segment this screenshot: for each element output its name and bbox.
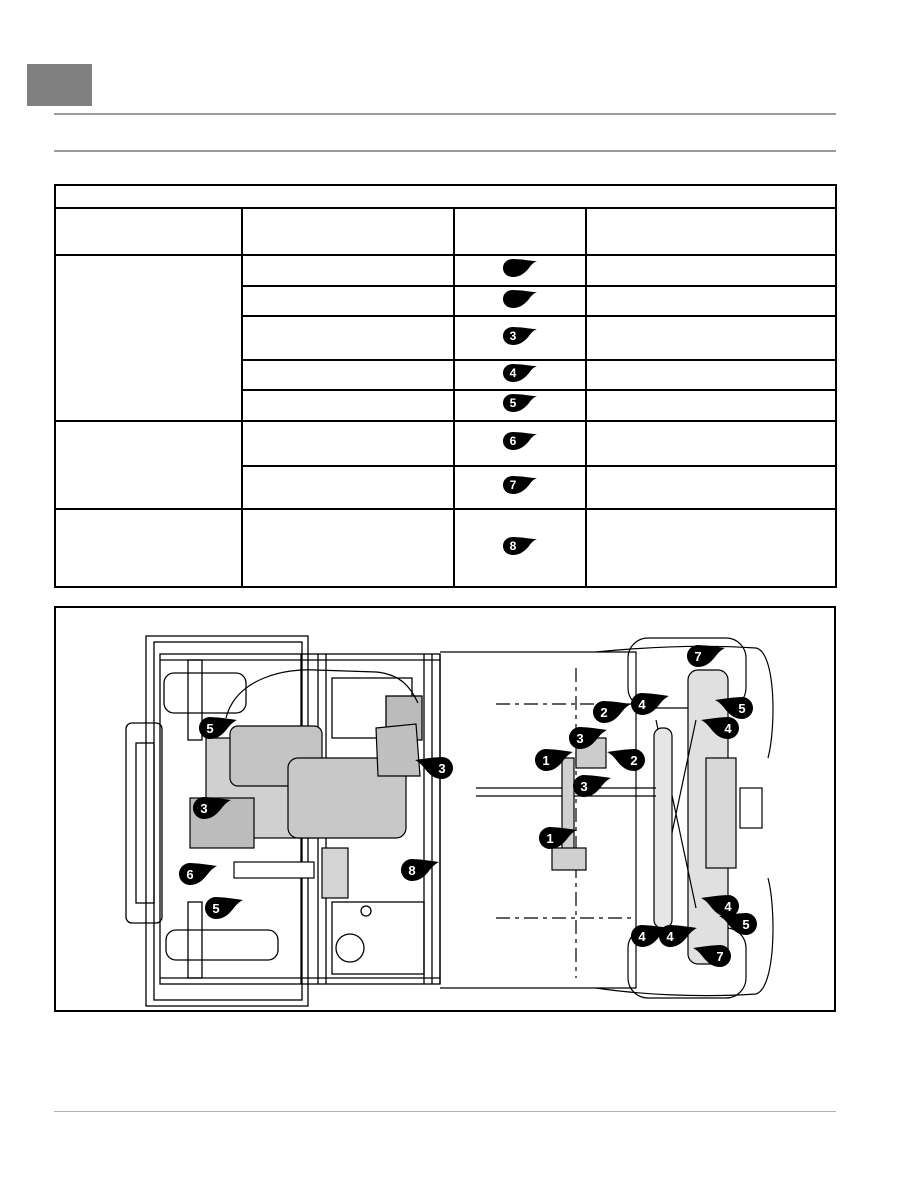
callout-marker: 8 bbox=[401, 859, 439, 881]
callout-marker: 4 bbox=[701, 717, 739, 739]
table-row: 8 bbox=[54, 508, 838, 588]
engine-assembly bbox=[189, 669, 421, 899]
callout-cell: 4 bbox=[453, 359, 587, 391]
vehicle-chassis-illustration: 1 1 2 2 3 3 3 3 4 4 4 4 4 5 5 5 5 6 7 7 … bbox=[125, 635, 774, 1007]
footer-rule bbox=[54, 1111, 836, 1112]
drop-callout-icon: 8 bbox=[502, 536, 537, 555]
group-cell bbox=[54, 508, 243, 588]
svg-text:3: 3 bbox=[576, 731, 583, 746]
callout-marker: 3 bbox=[415, 757, 453, 779]
callout-cell bbox=[453, 285, 587, 317]
svg-text:5: 5 bbox=[738, 701, 745, 716]
drop-callout-icon: 4 bbox=[502, 363, 537, 382]
table-row: 3 bbox=[55, 315, 838, 361]
svg-text:4: 4 bbox=[666, 929, 674, 944]
callout-marker: 4 bbox=[631, 693, 669, 715]
callout-marker: 4 bbox=[631, 925, 669, 947]
table-row: 4 bbox=[55, 359, 838, 391]
svg-text:5: 5 bbox=[212, 901, 219, 916]
callout-marker: 7 bbox=[693, 945, 731, 967]
callout-cell: 8 bbox=[453, 508, 587, 588]
svg-text:1: 1 bbox=[542, 753, 549, 768]
callout-marker: 1 bbox=[535, 749, 573, 771]
svg-text:4: 4 bbox=[510, 366, 517, 380]
header-cell bbox=[584, 207, 838, 256]
callout-cell: 5 bbox=[453, 389, 587, 422]
drop-callout-icon: 5 bbox=[502, 394, 537, 412]
callout-marker: 3 bbox=[193, 797, 231, 819]
callout-marker: 4 bbox=[659, 925, 697, 947]
callout-cell: 6 bbox=[453, 420, 587, 467]
header-cell bbox=[240, 207, 456, 256]
svg-text:8: 8 bbox=[510, 539, 517, 553]
group-cell bbox=[54, 420, 243, 510]
svg-text:5: 5 bbox=[206, 721, 213, 736]
svg-text:5: 5 bbox=[510, 396, 517, 410]
callout-marker: 5 bbox=[715, 697, 753, 719]
callout-marker: 4 bbox=[701, 895, 739, 917]
lubrication-points-figure: 1 1 2 2 3 3 3 3 4 4 4 4 4 5 5 5 5 6 7 7 … bbox=[54, 606, 836, 1012]
header-cell bbox=[54, 207, 243, 256]
header-cell bbox=[453, 207, 587, 256]
group-cell bbox=[54, 254, 243, 422]
svg-text:4: 4 bbox=[724, 721, 732, 736]
table-row bbox=[54, 254, 838, 422]
svg-text:7: 7 bbox=[694, 649, 701, 664]
svg-text:2: 2 bbox=[600, 705, 607, 720]
svg-text:3: 3 bbox=[580, 779, 587, 794]
drop-callout-icon bbox=[502, 289, 537, 308]
figure-callouts: 1 1 2 2 3 3 3 3 4 4 4 4 4 5 5 5 5 6 7 7 … bbox=[179, 645, 757, 967]
svg-text:4: 4 bbox=[724, 899, 732, 914]
svg-text:4: 4 bbox=[638, 929, 646, 944]
chapter-tab-block bbox=[27, 64, 92, 106]
svg-text:2: 2 bbox=[630, 753, 637, 768]
table-title-row bbox=[54, 184, 837, 209]
front-chassis bbox=[440, 637, 774, 999]
callout-cell bbox=[453, 254, 587, 287]
lubrication-points-table: 3 4 5 6 bbox=[54, 184, 838, 588]
callout-marker: 5 bbox=[205, 897, 243, 919]
svg-text:7: 7 bbox=[510, 478, 517, 492]
callout-marker: 7 bbox=[687, 645, 725, 667]
table-row bbox=[55, 285, 838, 317]
callout-marker: 3 bbox=[573, 775, 611, 797]
section-rule bbox=[54, 150, 836, 152]
callout-cell: 7 bbox=[453, 465, 587, 510]
callout-cell: 3 bbox=[453, 315, 587, 361]
table-row: 5 bbox=[55, 389, 838, 422]
drop-callout-icon: 6 bbox=[502, 432, 537, 450]
drop-callout-icon: 7 bbox=[502, 476, 537, 494]
svg-text:6: 6 bbox=[186, 867, 193, 882]
callout-marker: 2 bbox=[607, 749, 645, 771]
svg-text:5: 5 bbox=[742, 917, 749, 932]
svg-text:8: 8 bbox=[408, 863, 415, 878]
callout-marker: 1 bbox=[539, 827, 577, 849]
svg-text:3: 3 bbox=[200, 801, 207, 816]
callout-marker: 6 bbox=[179, 863, 217, 885]
svg-text:1: 1 bbox=[546, 831, 553, 846]
svg-text:3: 3 bbox=[438, 761, 445, 776]
svg-text:6: 6 bbox=[510, 434, 517, 448]
header-rule bbox=[54, 113, 836, 115]
table-row: 6 bbox=[54, 420, 838, 510]
table-row: 7 bbox=[55, 465, 838, 510]
drop-callout-icon: 3 bbox=[502, 326, 537, 345]
svg-text:4: 4 bbox=[638, 697, 646, 712]
callout-marker: 3 bbox=[569, 727, 607, 749]
callout-marker: 5 bbox=[199, 717, 237, 739]
callout-marker: 2 bbox=[593, 701, 631, 723]
svg-text:3: 3 bbox=[510, 329, 517, 343]
svg-text:7: 7 bbox=[716, 949, 723, 964]
table-header-row bbox=[54, 207, 838, 256]
drop-callout-icon bbox=[502, 259, 537, 277]
callout-marker: 5 bbox=[719, 913, 757, 935]
